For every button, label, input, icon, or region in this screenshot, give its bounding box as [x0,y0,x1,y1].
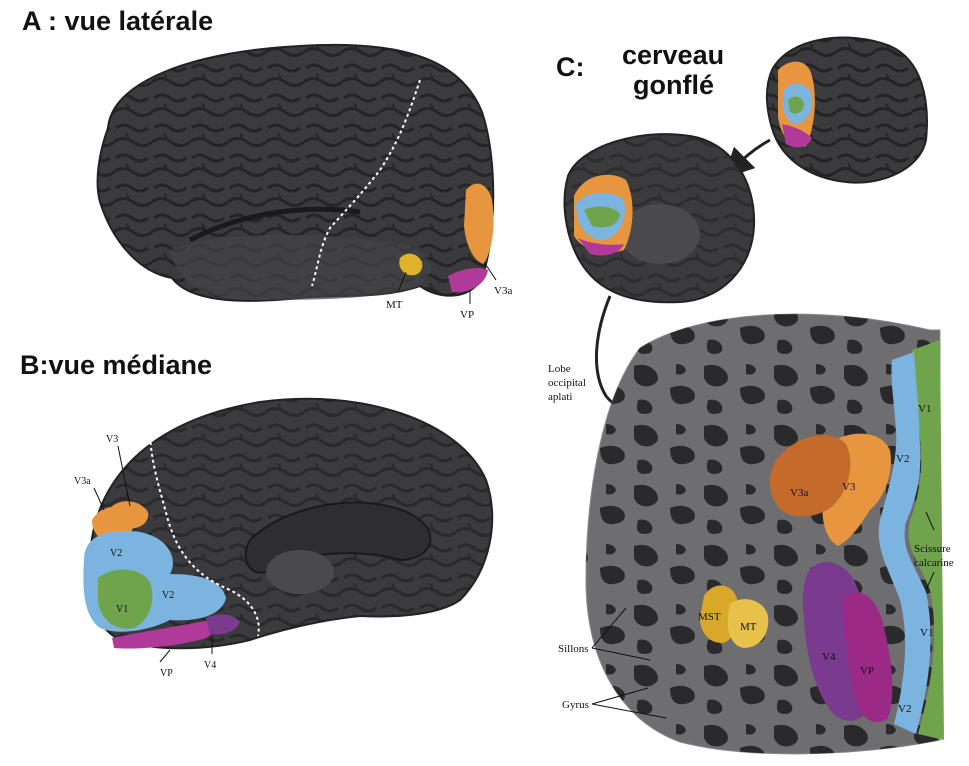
flat-label-lobe-line1: Lobe [548,363,571,375]
lateral-label-vp: VP [460,309,474,321]
flat-label-v1-bottom: V1 [920,627,933,639]
medial-label-v2-top: V2 [110,548,122,559]
medial-label-v3a: V3a [74,476,91,487]
flat-label-lobe-line2: occipital [548,377,586,389]
flat-label-mt: MT [740,621,757,633]
flat-label-sillons: Sillons [558,643,589,655]
flat-label-lobe-line3: aplati [548,391,572,403]
medial-label-vp: VP [160,668,173,679]
flat-label-v2-top: V2 [896,453,909,465]
flat-label-scissure-line1: Scissure [914,543,951,555]
flat-label-v3: V3 [842,481,856,493]
lateral-label-mt: MT [386,299,403,311]
medial-brain [83,399,492,662]
flat-label-scissure-line2: calcarine [914,557,954,569]
lateral-label-v3a: V3a [494,285,512,297]
medial-label-v3: V3 [106,434,118,445]
flat-label-v1-top: V1 [918,403,931,415]
lateral-brain [98,45,496,304]
flat-label-gyrus: Gyrus [562,699,589,711]
medial-label-v2-mid: V2 [162,590,174,601]
flat-map [586,314,944,754]
flat-label-vp: VP [860,665,874,677]
flat-label-v2-bottom: V2 [898,703,911,715]
inflated-brain-small [767,38,927,183]
flat-label-v4: V4 [822,651,836,663]
medial-label-v1: V1 [116,604,128,615]
medial-label-v4: V4 [204,660,216,671]
arrow-small-to-medium [734,140,770,168]
flat-label-v3a: V3a [790,487,808,499]
flat-label-mst: MST [698,611,721,623]
inflated-brain-medium [565,134,755,302]
